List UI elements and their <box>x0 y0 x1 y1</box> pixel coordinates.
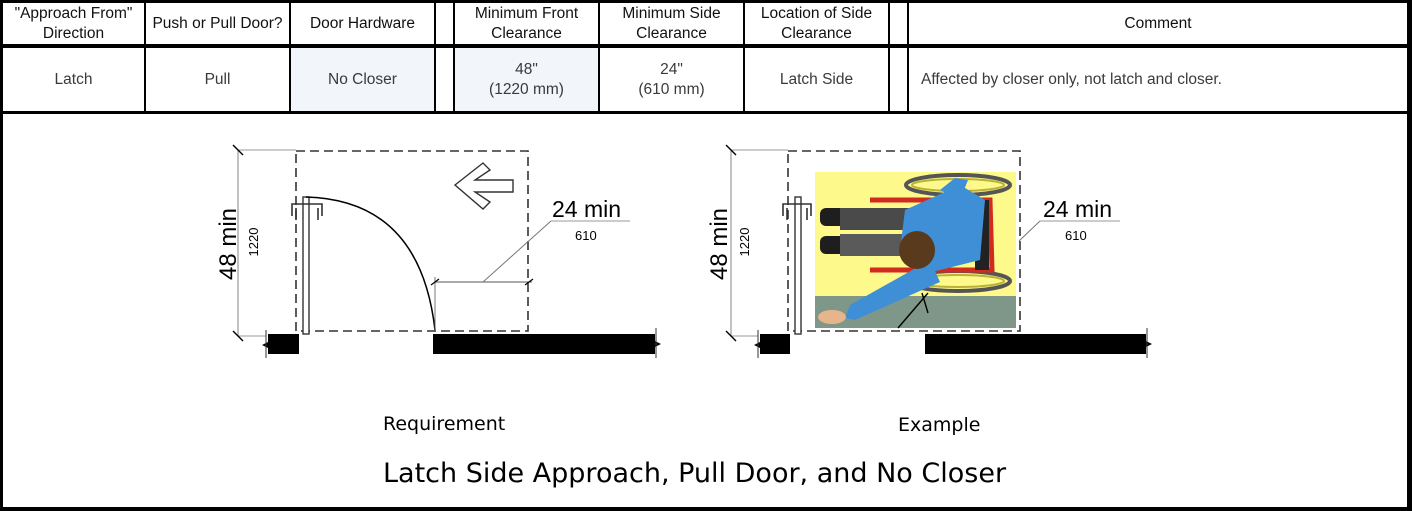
header-approach-direction: "Approach From" Direction <box>3 3 146 48</box>
header-min-front-clearance: Minimum Front Clearance <box>454 3 600 48</box>
front-clearance-metric: (1220 mm) <box>489 80 564 98</box>
req-side-metric: 610 <box>575 228 597 243</box>
wheelchair-user-illustration <box>815 172 1016 329</box>
header-side-clearance-location: Location of Side Clearance <box>744 3 890 48</box>
req-depth-metric: 1220 <box>246 228 261 257</box>
requirement-caption: Requirement <box>383 413 505 435</box>
cell-push-pull: Pull <box>145 46 291 114</box>
example-caption: Example <box>898 414 980 436</box>
left-arrow-icon <box>453 162 514 210</box>
cell-spacer-2 <box>889 46 909 114</box>
side-clearance-metric: (610 mm) <box>638 80 705 98</box>
requirement-diagram: 48 min 1220 24 min 610 Requirement <box>215 144 661 435</box>
header-comment: Comment <box>908 3 1407 48</box>
cell-spacer-1 <box>435 46 455 114</box>
ex-side-label: 24 min <box>1043 196 1112 222</box>
req-side-label: 24 min <box>552 196 621 222</box>
example-diagram: 48 min 1220 <box>706 144 1152 436</box>
cell-side-location: Latch Side <box>744 46 890 114</box>
table-header-row: "Approach From" Direction Push or Pull D… <box>3 3 1407 48</box>
ex-depth-label: 48 min <box>706 208 733 280</box>
header-push-pull: Push or Pull Door? <box>145 3 291 48</box>
figure-title: Latch Side Approach, Pull Door, and No C… <box>383 458 1007 489</box>
ex-side-metric: 610 <box>1065 228 1087 243</box>
front-clearance-imperial: 48" <box>515 60 538 78</box>
table-row: Latch Pull No Closer 48" (1220 mm) 24" (… <box>3 46 1407 114</box>
cell-approach: Latch <box>3 46 146 114</box>
cell-side-clearance: 24" (610 mm) <box>599 46 745 114</box>
header-door-hardware: Door Hardware <box>290 3 436 48</box>
cell-front-clearance: 48" (1220 mm) <box>454 46 600 114</box>
header-spacer-2 <box>889 3 909 48</box>
header-min-side-clearance: Minimum Side Clearance <box>599 3 745 48</box>
cell-comment: Affected by closer only, not latch and c… <box>908 46 1407 114</box>
cell-hardware: No Closer <box>290 46 436 114</box>
ex-depth-metric: 1220 <box>737 228 752 257</box>
clearance-spec-table: "Approach From" Direction Push or Pull D… <box>3 3 1407 114</box>
side-clearance-imperial: 24" <box>660 60 683 78</box>
header-spacer-1 <box>435 3 455 48</box>
req-depth-label: 48 min <box>215 208 242 280</box>
